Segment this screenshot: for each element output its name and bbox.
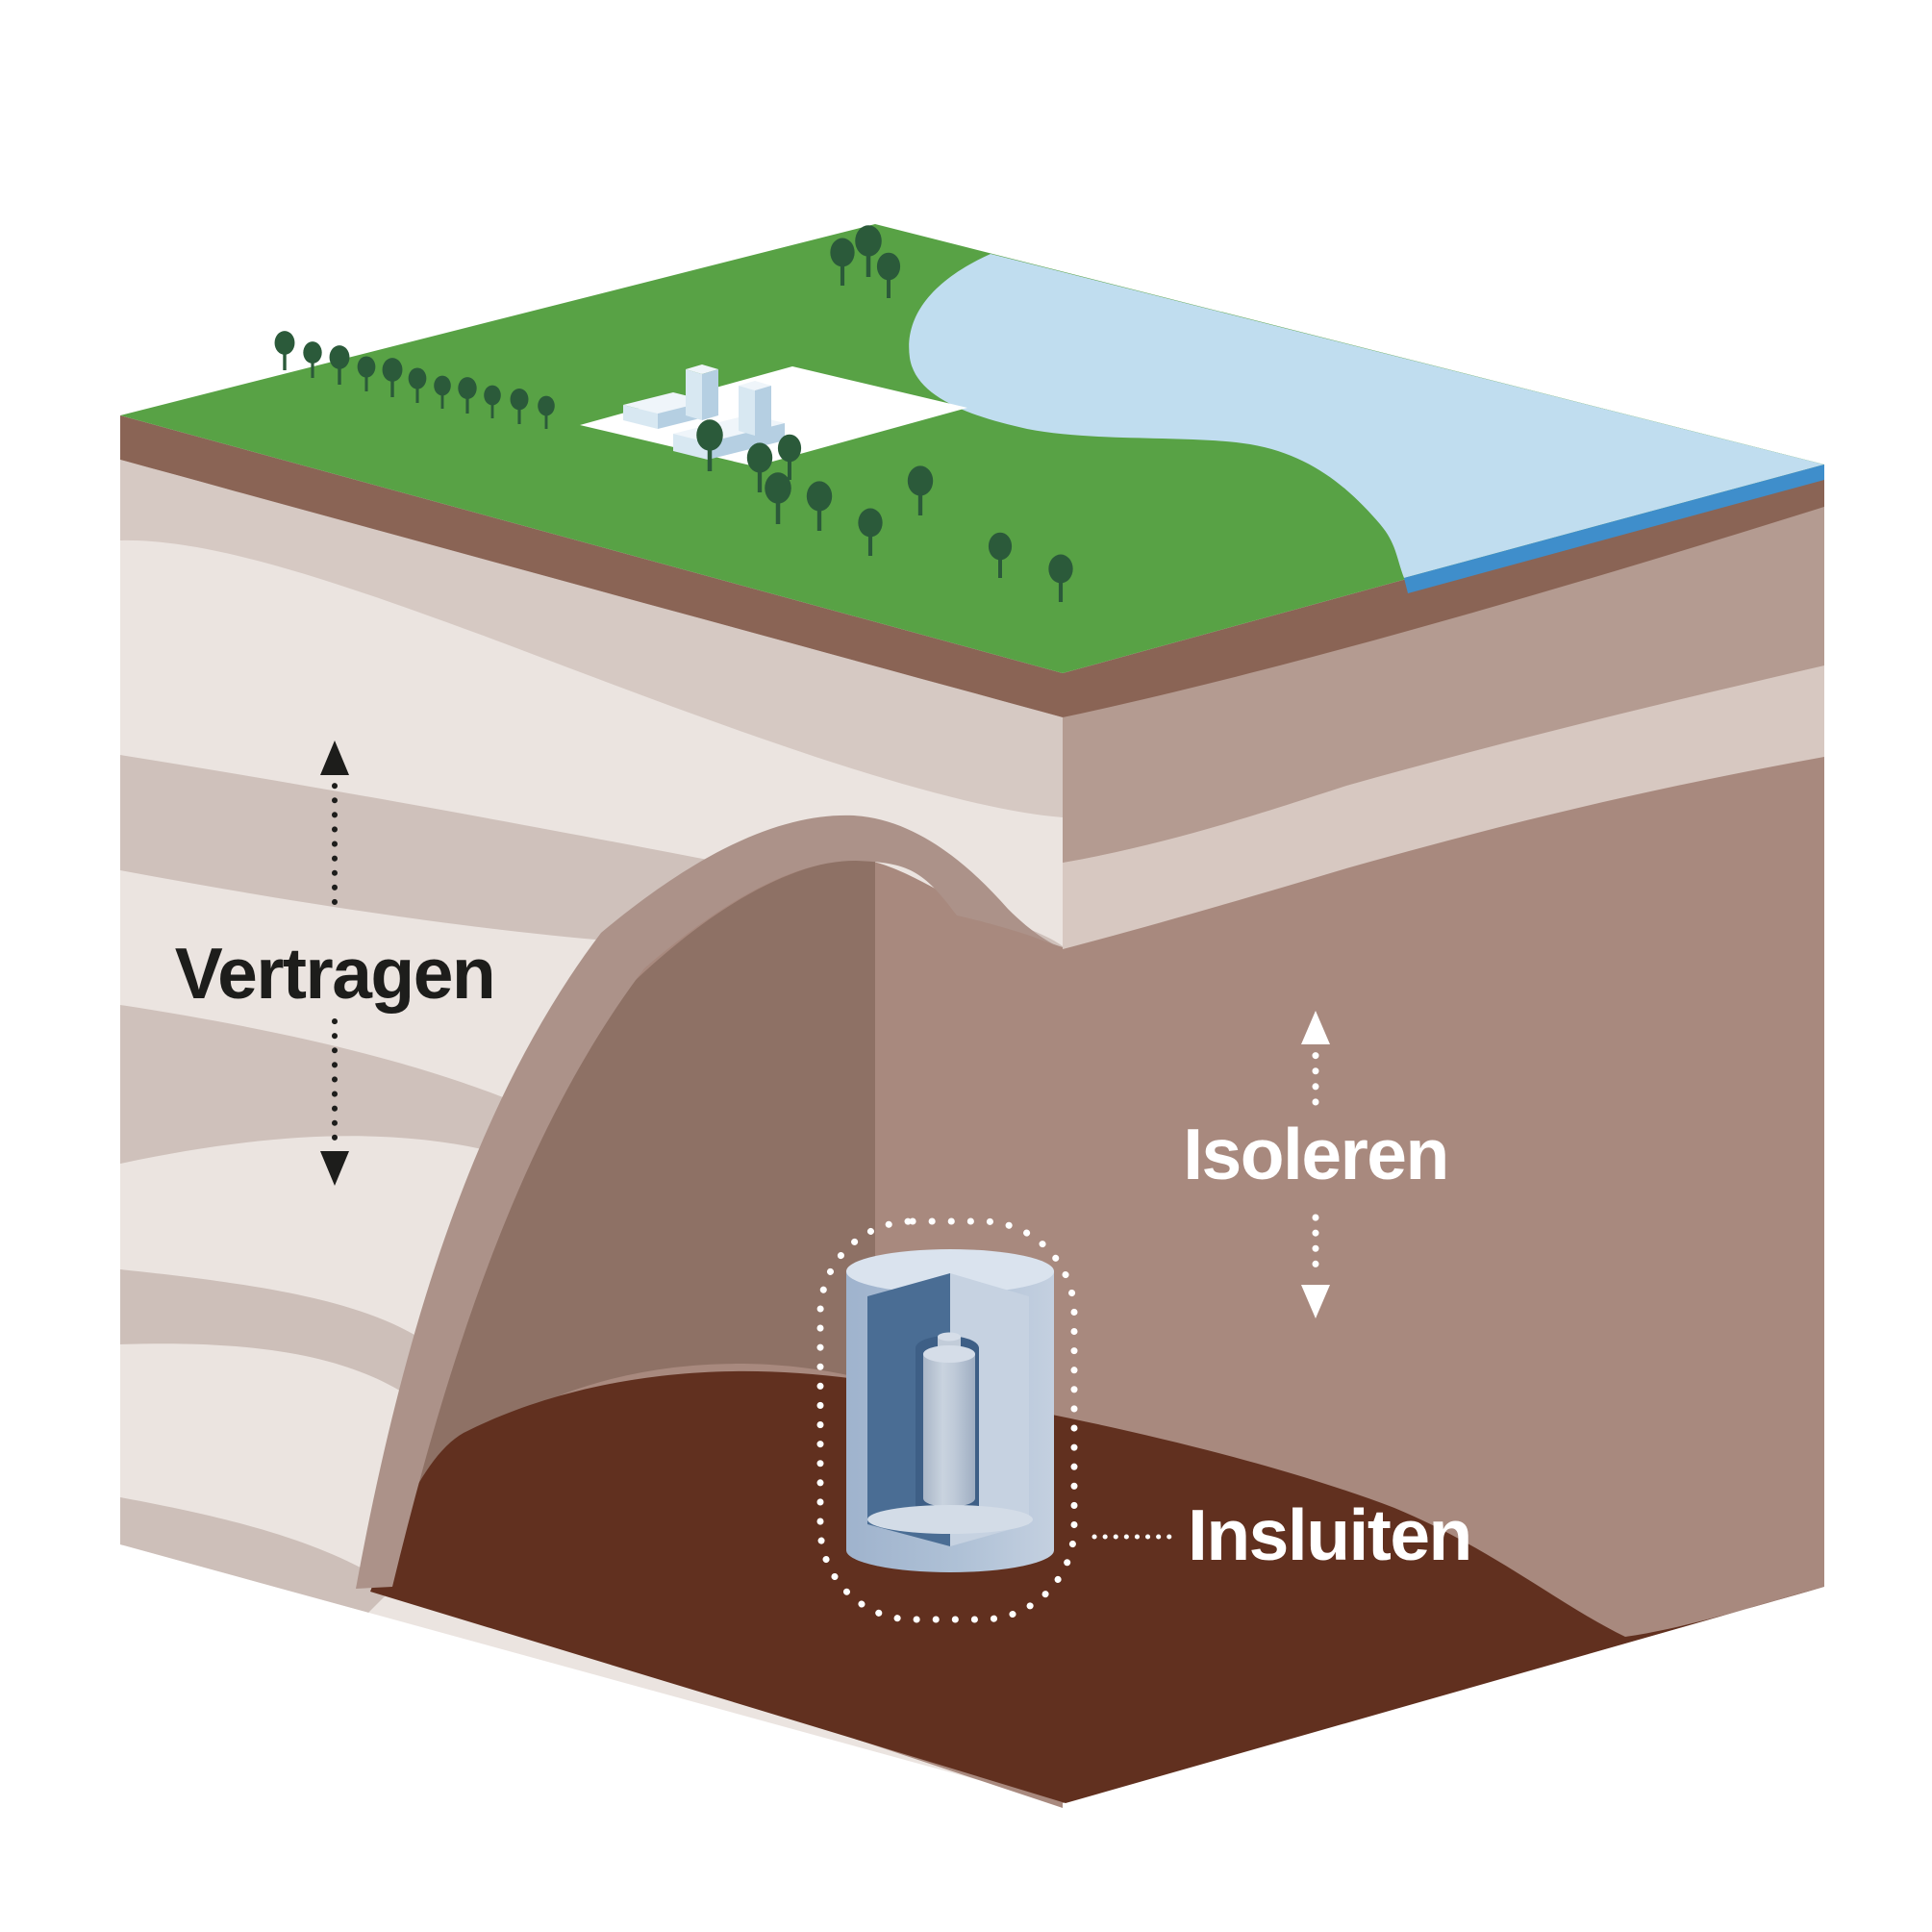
waste-canister (846, 1249, 1054, 1572)
isoleren-arrow-down-icon (1301, 1285, 1330, 1318)
annotation-isoleren: Isoleren (1183, 1011, 1449, 1318)
surface (120, 224, 1824, 673)
rock-pale-band (1063, 665, 1824, 949)
vertragen-arrow-down-icon (320, 1151, 349, 1186)
strata-band-4 (120, 1269, 433, 1414)
annotation-insluiten: Insluiten (1188, 1494, 1472, 1575)
inner-waste-package (923, 1332, 975, 1507)
vertragen-label: Vertragen (175, 933, 495, 1014)
rock-face-upper (1063, 507, 1824, 863)
facility-tower-right (739, 381, 771, 436)
annotation-vertragen: Vertragen (175, 740, 496, 1186)
tunnel-rim (356, 815, 1063, 1589)
lake (909, 254, 1824, 578)
vertragen-arrow-up-icon (320, 740, 349, 775)
insluiten-label: Insluiten (1188, 1494, 1471, 1575)
chamber-wall-shadow (414, 859, 875, 1505)
strata-band-3 (120, 1005, 798, 1404)
isoleren-label: Isoleren (1183, 1114, 1448, 1194)
canister-cavity-floor (867, 1505, 1033, 1534)
chamber-floor (370, 1370, 1824, 1803)
water-edge (1404, 464, 1824, 593)
canister-shell-top (846, 1249, 1054, 1293)
grass (120, 224, 1824, 673)
facility-tower-left (686, 364, 718, 420)
strata-band-1 (120, 460, 1063, 817)
isoleren-arrow-up-icon (1301, 1011, 1330, 1044)
topsoil-strip-left (120, 415, 1063, 717)
